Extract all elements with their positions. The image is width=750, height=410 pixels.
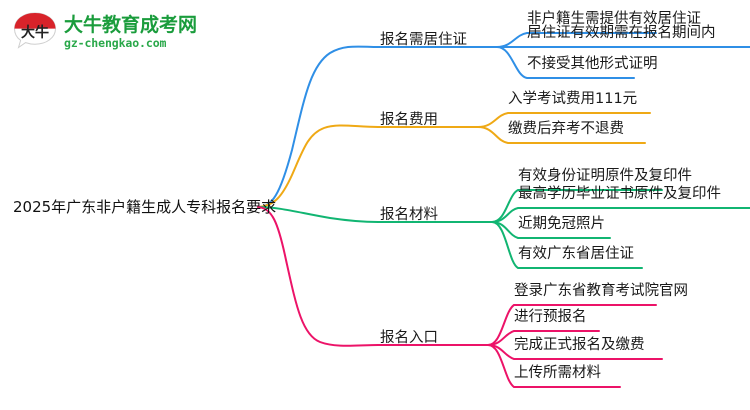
leaf-node-3-2[interactable]: 最高学历毕业证书原件及复印件 xyxy=(518,186,721,202)
logo-speech-bubble-icon: 大牛 xyxy=(12,11,58,55)
leaf-node-3-1[interactable]: 有效身份证明原件及复印件 xyxy=(518,168,692,184)
site-logo[interactable]: 大牛 大牛教育成考网 gz-chengkao.com xyxy=(12,9,197,57)
leaf-node-3-3[interactable]: 近期免冠照片 xyxy=(518,216,605,232)
branch-node-3[interactable]: 报名材料 xyxy=(380,207,438,223)
branch-node-1[interactable]: 报名需居住证 xyxy=(380,32,467,48)
leaf-node-1-2[interactable]: 居住证有效期需在报名期间内 xyxy=(527,25,716,41)
leaf-node-4-3[interactable]: 完成正式报名及缴费 xyxy=(514,337,645,353)
root-to-branch-4 xyxy=(257,206,379,347)
leaf-node-2-1[interactable]: 入学考试费用111元 xyxy=(508,91,638,107)
leaf-node-3-4[interactable]: 有效广东省居住证 xyxy=(518,246,634,262)
root-to-branch-1 xyxy=(257,45,379,208)
leaf-node-4-1[interactable]: 登录广东省教育考试院官网 xyxy=(514,283,688,299)
branch-node-2[interactable]: 报名费用 xyxy=(380,112,438,128)
root-to-branch-2 xyxy=(257,124,379,208)
svg-text:大牛: 大牛 xyxy=(21,24,49,41)
mindmap-root-node[interactable]: 2025年广东非户籍生成人专科报名要求 xyxy=(13,198,277,216)
leaf-node-4-4[interactable]: 上传所需材料 xyxy=(514,365,601,381)
logo-title: 大牛教育成考网 xyxy=(64,14,198,37)
branch-node-4[interactable]: 报名入口 xyxy=(380,330,438,346)
logo-subtitle: gz-chengkao.com xyxy=(64,36,167,51)
leaf-node-2-2[interactable]: 缴费后弃考不退费 xyxy=(508,121,624,137)
leaf-node-1-3[interactable]: 不接受其他形式证明 xyxy=(527,56,658,72)
leaf-node-4-2[interactable]: 进行预报名 xyxy=(514,309,587,325)
leaf-node-1-1[interactable]: 非户籍生需提供有效居住证 xyxy=(527,11,701,27)
